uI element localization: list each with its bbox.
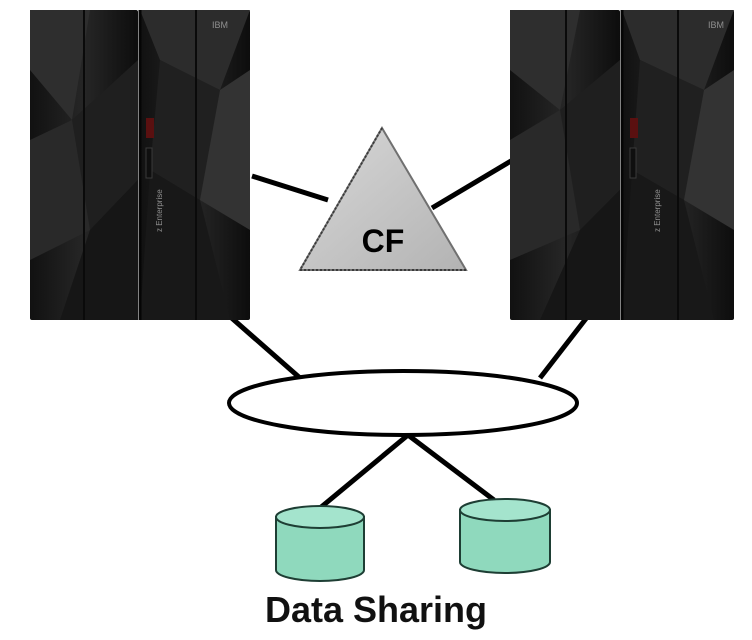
database-cylinder-icon — [275, 505, 365, 582]
server-left-brand: z Enterprise — [155, 189, 164, 232]
cf-label: CF — [362, 223, 405, 259]
link-right-server-ring — [538, 314, 590, 380]
server-left-logo: IBM — [212, 20, 228, 30]
disk-left — [275, 505, 365, 582]
diagram-caption: Data Sharing — [264, 589, 488, 630]
mainframe-server-icon: IBM z Enterprise — [30, 10, 250, 320]
disk-right — [459, 498, 551, 574]
database-cylinder-icon — [459, 498, 551, 574]
link-left-server-cf — [251, 173, 329, 203]
server-right-logo: IBM — [708, 20, 724, 30]
server-left: IBM z Enterprise — [30, 10, 250, 320]
link-ring-disk-right — [406, 433, 496, 502]
server-right: IBM z Enterprise — [510, 10, 734, 320]
mainframe-server-icon: IBM z Enterprise — [510, 10, 734, 320]
link-right-server-cf — [430, 155, 518, 211]
link-ring-disk-left — [318, 433, 410, 510]
server-right-brand: z Enterprise — [653, 189, 662, 232]
coupling-facility: CF — [298, 126, 468, 271]
ring-network-icon — [227, 369, 579, 437]
